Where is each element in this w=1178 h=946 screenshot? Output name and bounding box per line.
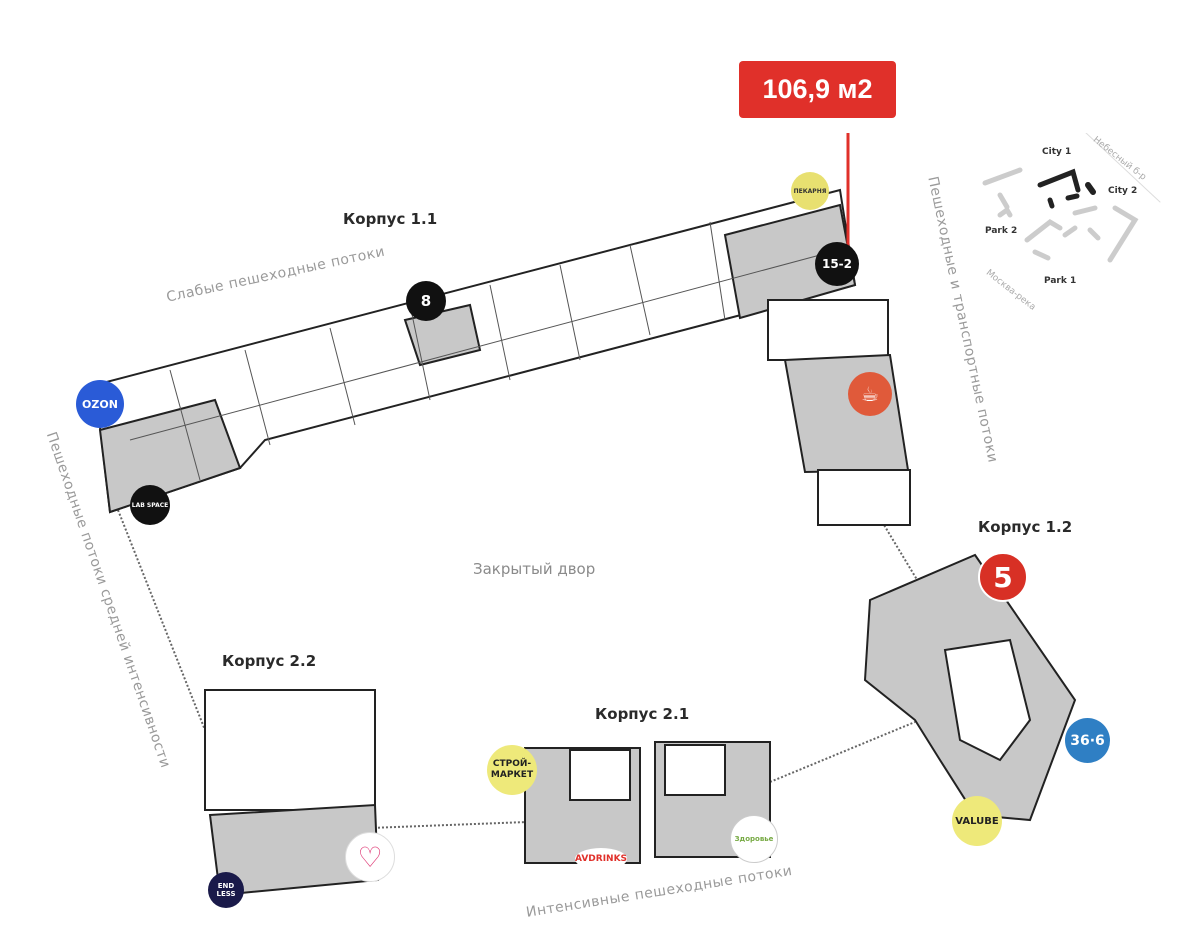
building-1-1 [93, 188, 857, 514]
minimap-park2: Park 2 [985, 226, 1018, 236]
tenant-pyaterochka: 5 [978, 552, 1028, 602]
label-courtyard: Закрытый двор [473, 560, 596, 578]
building-1-1-wing [767, 299, 911, 526]
minimap-city2: City 2 [1108, 186, 1138, 196]
area-callout[interactable]: 106,9 м2 [739, 61, 896, 118]
unit-marker-15-2[interactable]: 15-2 [815, 242, 859, 286]
tenant-zdorovie: Здоровье [730, 815, 778, 863]
building-plans [93, 133, 1161, 897]
coffee-cup-icon: ☕ [848, 372, 892, 416]
minimap [982, 133, 1161, 263]
labspace-text: LAB SPACE [131, 501, 169, 509]
tenant-avdrinks: AVDRINKS [575, 848, 627, 870]
minimap-city1: City 1 [1042, 147, 1072, 157]
tenant-valube: VALUBE [952, 796, 1002, 846]
label-building-1-1: Корпус 1.1 [343, 210, 438, 228]
label-building-1-2: Корпус 1.2 [978, 518, 1073, 536]
unit-marker-8[interactable]: 8 [406, 281, 446, 321]
label-building-2-1: Корпус 2.1 [595, 705, 690, 723]
tenant-bakery: ПЕКАРНЯ [791, 172, 829, 210]
label-building-2-2: Корпус 2.2 [222, 652, 317, 670]
tenant-endless: END LESS [208, 872, 244, 908]
flow-paths [117, 509, 923, 829]
minimap-park1: Park 1 [1044, 276, 1077, 286]
tenant-ozon: OZON [76, 380, 124, 428]
tenant-labspace: LAB SPACE [130, 485, 170, 525]
heart-icon: ♡ [345, 832, 395, 882]
building-2-2 [204, 689, 380, 897]
tenant-apteka: 36·6 [1065, 718, 1110, 763]
tenant-stroimarket: СТРОЙ-МАРКЕТ [487, 745, 537, 795]
building-1-2 [863, 553, 1077, 822]
plan-canvas [18, 133, 1178, 941]
